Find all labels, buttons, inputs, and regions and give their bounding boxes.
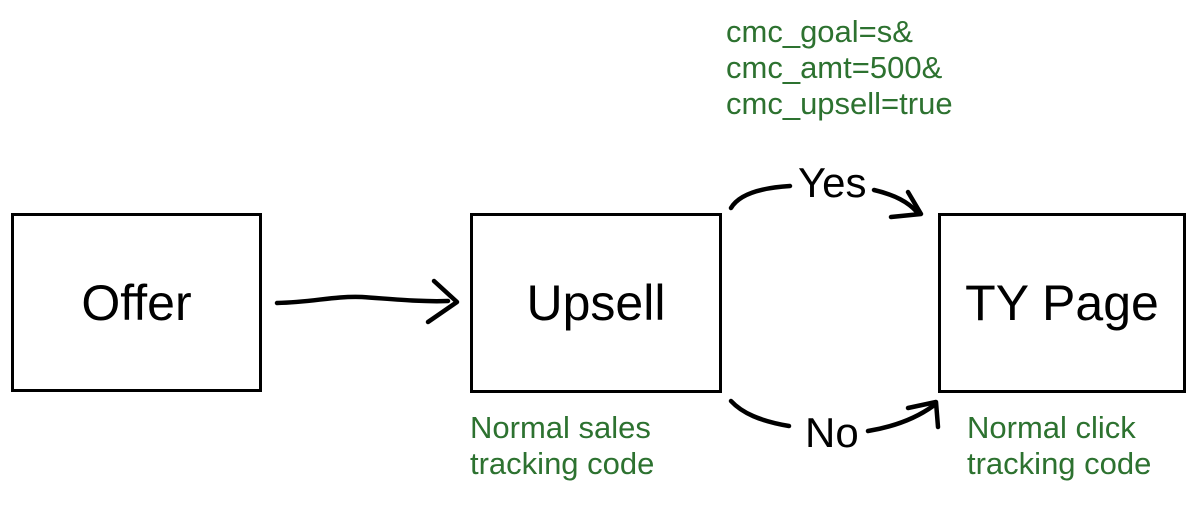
ty-page-box-label: TY Page — [965, 275, 1159, 331]
offer-box-label: Offer — [81, 274, 192, 331]
no-arrow-right-curve — [865, 403, 936, 434]
upsell-box: Upsell — [470, 213, 722, 393]
yes-arrow-left-curve — [728, 183, 793, 211]
no-arrowhead-icon — [905, 399, 941, 430]
offer-to-upsell-arrowhead-icon — [425, 278, 460, 325]
yes-branch-label: Yes — [798, 159, 867, 206]
no-arrow-left-curve — [728, 398, 792, 429]
offer-to-upsell-arrow-shaft — [274, 294, 451, 306]
offer-box: Offer — [11, 213, 262, 392]
upsell-tracking-annotation: Normal sales tracking code — [470, 410, 655, 481]
upsell-box-label: Upsell — [526, 275, 666, 331]
ty-page-box: TY Page — [938, 213, 1186, 393]
url-params-annotation: cmc_goal=s& cmc_amt=500& cmc_upsell=true — [726, 14, 953, 121]
ty-tracking-annotation: Normal click tracking code — [967, 410, 1152, 481]
yes-arrowhead-icon — [888, 189, 924, 220]
yes-arrow-right-curve — [871, 187, 920, 215]
no-branch-label: No — [805, 409, 859, 456]
